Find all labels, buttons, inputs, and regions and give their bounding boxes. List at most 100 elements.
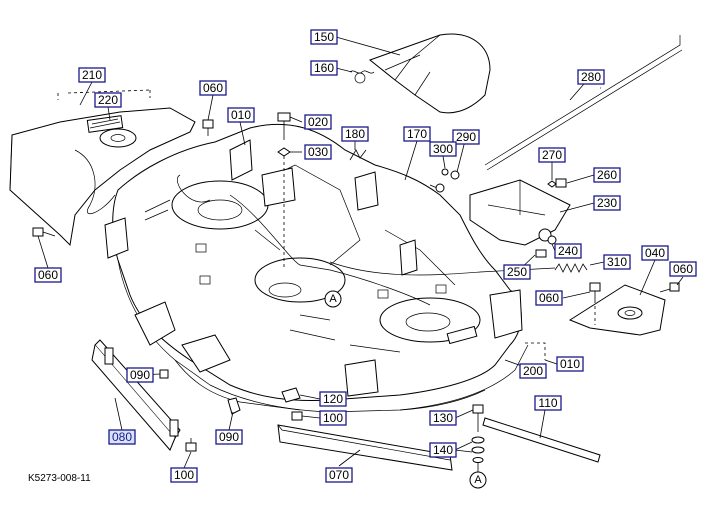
- callout-200: 200: [519, 363, 547, 379]
- bolt-060-left: [32, 227, 56, 237]
- callout-060-mid: 060: [535, 290, 563, 306]
- svg-text:090: 090: [130, 368, 150, 382]
- spring-160: [349, 70, 375, 84]
- svg-text:060: 060: [38, 268, 58, 282]
- svg-text:A: A: [329, 293, 337, 305]
- bolt-100-mid: [291, 411, 303, 421]
- bolt-060-right-a: [589, 282, 601, 325]
- svg-text:140: 140: [433, 443, 453, 457]
- callout-310: 310: [603, 254, 631, 270]
- callout-060-top: 060: [199, 80, 227, 96]
- callout-290: 290: [452, 129, 480, 145]
- callout-080: 080: [108, 429, 136, 445]
- wheel-bracket: [134, 301, 176, 346]
- callout-270: 270: [538, 147, 566, 163]
- left-belt-cover: [9, 107, 196, 247]
- svg-text:280: 280: [581, 70, 601, 84]
- deck-plate-2: [199, 275, 211, 285]
- rear-bracket-left: [354, 171, 379, 211]
- svg-text:020: 020: [308, 115, 328, 129]
- skid-plate-070: [277, 424, 453, 471]
- callout-030: 030: [304, 144, 332, 160]
- callout-230: 230: [593, 195, 621, 211]
- drive-belt: [177, 174, 431, 306]
- bolt-060-upper: [202, 119, 214, 136]
- rear-bracket-right: [399, 239, 418, 276]
- svg-text:240: 240: [558, 244, 578, 258]
- svg-text:080: 080: [112, 430, 132, 444]
- drawing-code: K5273-008-11: [28, 473, 91, 484]
- svg-text:120: 120: [323, 392, 343, 406]
- pin-170: [429, 183, 445, 193]
- ref-marker-a-deck: A: [324, 290, 342, 308]
- callout-090-lower: 090: [215, 429, 243, 445]
- left-blade-housing: [171, 180, 269, 230]
- svg-text:100: 100: [174, 468, 194, 482]
- svg-text:300: 300: [433, 142, 453, 156]
- svg-text:290: 290: [456, 130, 476, 144]
- lift-rod: [484, 35, 683, 171]
- deck-plate-4: [435, 284, 447, 294]
- clip-090-lower: [227, 397, 241, 415]
- callout-070: 070: [325, 467, 353, 483]
- rear-flange: [489, 289, 523, 339]
- svg-text:010: 010: [560, 357, 580, 371]
- bolt-060-right-b: [659, 282, 680, 293]
- discharge-grate: [446, 325, 478, 345]
- bolt-250: [535, 249, 547, 258]
- front-left-hanger: [181, 334, 231, 373]
- deck-plate-3: [377, 289, 389, 299]
- bolt-020: [277, 112, 291, 270]
- callout-110: 110: [534, 395, 562, 411]
- svg-text:010: 010: [231, 108, 251, 122]
- callout-260: 260: [593, 167, 621, 183]
- right-spindle-ring: [405, 312, 451, 332]
- callout-010-top: 010: [227, 107, 255, 123]
- callout-100-mid: 100: [319, 410, 347, 426]
- callout-020: 020: [304, 114, 332, 130]
- cover-mount-dashes: [57, 89, 151, 100]
- skid-plate-080: [91, 339, 181, 451]
- front-hanger: [344, 359, 379, 397]
- svg-text:270: 270: [542, 148, 562, 162]
- clip-180: [349, 149, 367, 161]
- deck-slots: [144, 199, 401, 353]
- svg-text:180: 180: [345, 127, 365, 141]
- bolt-260: [555, 178, 567, 188]
- svg-text:220: 220: [98, 93, 118, 107]
- callout-090-upper: 090: [126, 367, 154, 383]
- svg-text:040: 040: [645, 246, 665, 260]
- ref-marker-a-bolt: A: [469, 471, 487, 489]
- svg-text:100: 100: [323, 411, 343, 425]
- deck-plate-1: [195, 243, 207, 253]
- callout-060-left: 060: [34, 267, 62, 283]
- callout-250: 250: [503, 264, 531, 280]
- svg-text:260: 260: [597, 168, 617, 182]
- callout-210: 210: [78, 67, 106, 83]
- rod-110: [482, 417, 601, 463]
- callout-180: 180: [341, 126, 369, 142]
- tension-bracket: [469, 179, 571, 246]
- tension-cable: [329, 261, 556, 276]
- callout-150: 150: [310, 29, 338, 45]
- pin-240: [547, 235, 557, 245]
- svg-text:110: 110: [538, 396, 557, 410]
- svg-text:250: 250: [507, 265, 527, 279]
- mower-deck: [104, 123, 529, 413]
- callout-280: 280: [577, 69, 605, 85]
- left-spindle-ring: [197, 199, 243, 221]
- fitting-200: [525, 342, 546, 360]
- svg-text:230: 230: [597, 196, 617, 210]
- clip-090-upper: [159, 369, 169, 379]
- callout-120: 120: [319, 391, 347, 407]
- svg-text:170: 170: [407, 127, 427, 141]
- side-bracket: [104, 217, 129, 259]
- callout-220: 220: [94, 92, 122, 108]
- callout-140: 140: [429, 442, 457, 458]
- callout-300: 300: [429, 141, 457, 157]
- callout-010-right: 010: [556, 356, 584, 372]
- svg-text:070: 070: [329, 468, 349, 482]
- svg-text:160: 160: [314, 61, 334, 75]
- callout-100-lower: 100: [170, 467, 198, 483]
